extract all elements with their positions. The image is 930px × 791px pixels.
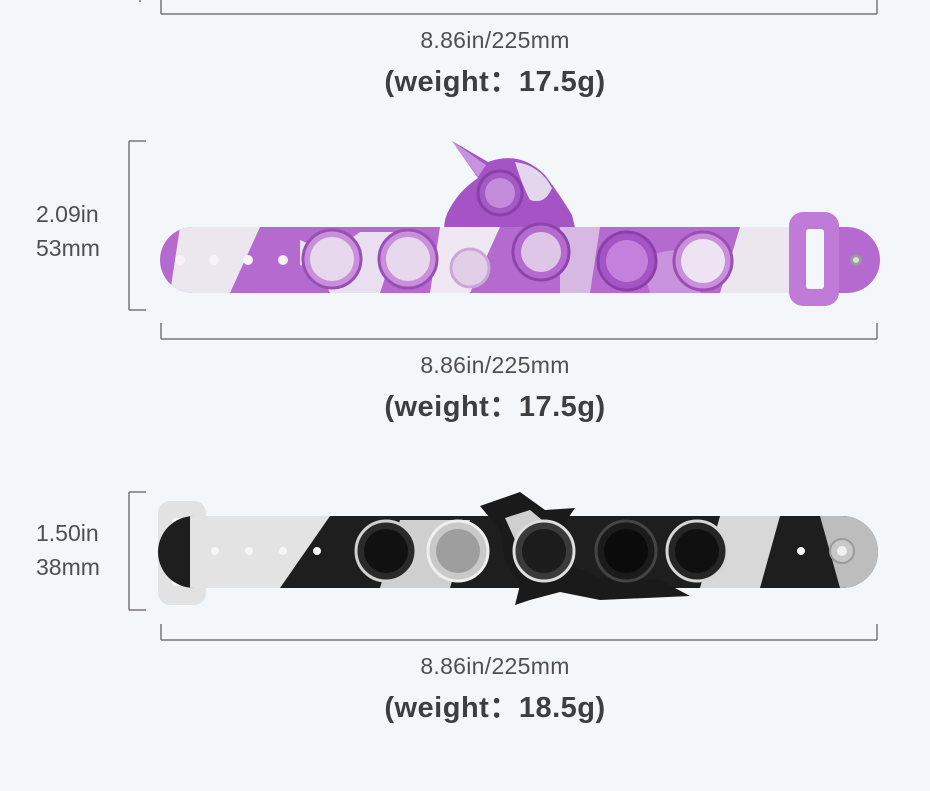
- black-unicorn-bracelet-image: [158, 492, 878, 605]
- length-label: 8.86in/225mm: [420, 653, 570, 679]
- weight-label: (weight：17.5g): [384, 391, 606, 423]
- height-label-mm: 38mm: [36, 554, 100, 580]
- height-label-in: 2.09in: [36, 201, 99, 227]
- dimension-line-length-1: [139, 0, 878, 15]
- weight-label: (weight：17.5g): [384, 66, 606, 98]
- height-label-mm: 53mm: [36, 235, 100, 261]
- dimension-line-length-2: [160, 323, 878, 340]
- length-label: 8.86in/225mm: [420, 27, 570, 53]
- pop-bubbles: [301, 169, 734, 292]
- purple-unicorn-bracelet-image: [160, 141, 880, 306]
- length-label: 8.86in/225mm: [420, 352, 570, 378]
- height-label-in: 1.50in: [36, 520, 99, 546]
- dimension-line-length-3: [160, 624, 878, 641]
- weight-label: (weight：18.5g): [384, 692, 606, 724]
- dimension-line-height-2: [128, 140, 146, 311]
- pop-bubbles: [354, 519, 729, 583]
- dimension-line-height-3: [128, 491, 146, 611]
